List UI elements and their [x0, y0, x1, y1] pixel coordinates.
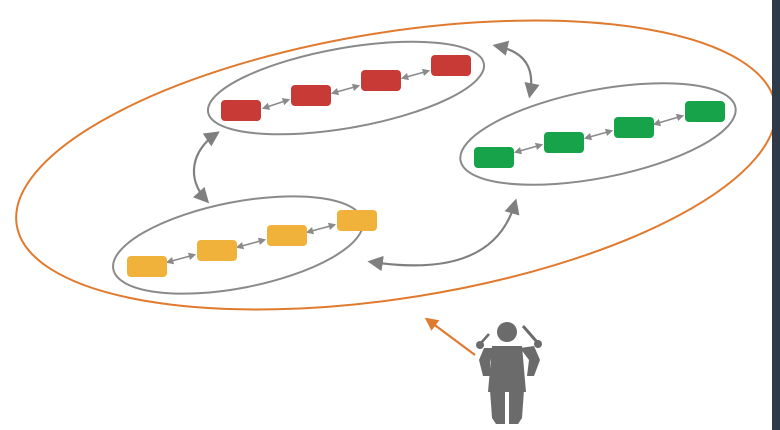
- node-green: [474, 147, 514, 168]
- node-connector: [305, 222, 337, 235]
- node-yellow: [127, 256, 167, 277]
- group-green: [474, 101, 725, 168]
- baton-left: [480, 333, 490, 344]
- node-red: [431, 55, 471, 76]
- group-ellipse-green: [459, 82, 737, 186]
- group-ellipse-red: [206, 40, 486, 136]
- node-connector: [261, 98, 291, 110]
- node-connector: [235, 237, 267, 250]
- node-red: [291, 85, 331, 106]
- node-connector: [165, 252, 197, 265]
- group-yellow: [127, 210, 377, 277]
- node-connector: [513, 142, 544, 155]
- conductor-arrow: [424, 317, 476, 356]
- link-red-yellow: [192, 131, 220, 204]
- node-yellow: [197, 240, 237, 261]
- right-edge-strip: [772, 0, 780, 430]
- node-yellow: [337, 210, 377, 231]
- outer-boundary: [15, 19, 777, 311]
- group-red: [221, 55, 471, 121]
- node-connector: [652, 113, 685, 127]
- conductor-figure-icon: [476, 322, 542, 424]
- node-connector: [330, 83, 361, 96]
- node-connector: [583, 128, 614, 141]
- node-red: [361, 70, 401, 91]
- node-yellow: [267, 225, 307, 246]
- link-red-green: [492, 40, 540, 99]
- node-green: [685, 101, 725, 122]
- link-yellow-green: [367, 198, 520, 272]
- baton-right: [521, 325, 539, 343]
- node-green: [614, 117, 654, 138]
- group-ellipse-yellow: [112, 195, 364, 295]
- node-connector: [400, 68, 431, 81]
- node-red: [221, 100, 261, 121]
- node-green: [544, 132, 584, 153]
